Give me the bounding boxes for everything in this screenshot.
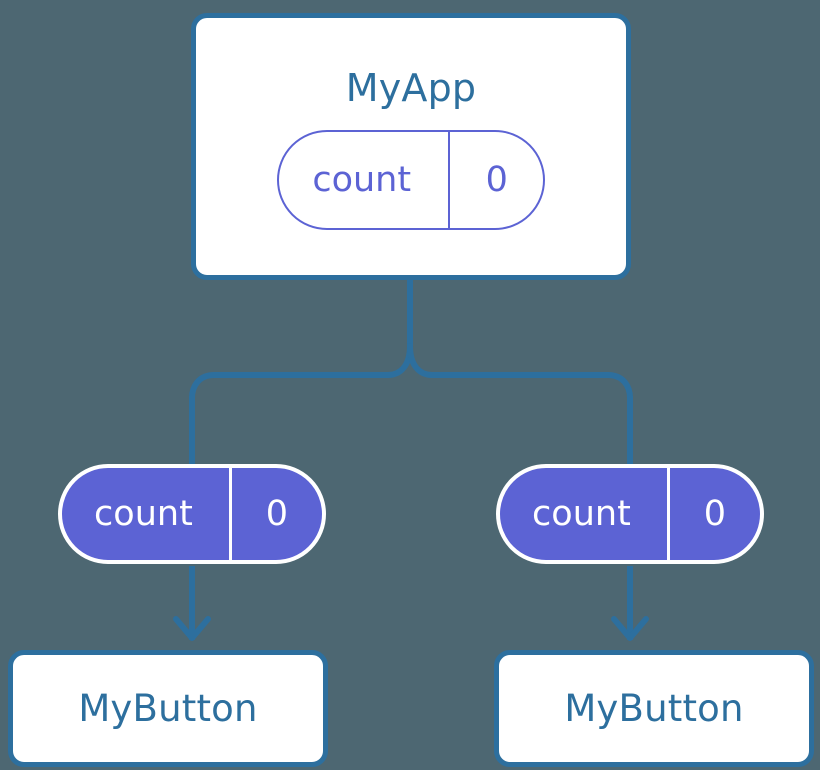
component-title-mybutton-right: MyButton	[564, 687, 744, 730]
component-card-myapp[interactable]: MyApp	[191, 13, 631, 280]
fork-right-curve	[407, 343, 633, 401]
state-pill-root-value: 0	[448, 132, 543, 228]
component-title-mybutton-left: MyButton	[78, 687, 258, 730]
state-pill-consumer-right-value: 0	[666, 468, 760, 560]
arrow-right	[611, 566, 649, 641]
state-pill-root-key: count	[312, 159, 412, 200]
state-pill-consumer-left-key: count	[94, 493, 193, 534]
state-pill-consumer-left[interactable]: count 0	[58, 464, 326, 564]
state-pill-root[interactable]: count 0	[277, 130, 545, 230]
fork-left-curve	[189, 343, 413, 401]
state-pill-consumer-left-value: 0	[228, 468, 322, 560]
component-title-myapp: MyApp	[345, 66, 477, 110]
component-card-mybutton-right[interactable]: MyButton	[494, 650, 814, 767]
state-pill-consumer-right-key: count	[532, 493, 631, 534]
arrow-left	[173, 566, 211, 641]
component-card-mybutton-left[interactable]: MyButton	[8, 650, 328, 767]
state-pill-consumer-right[interactable]: count 0	[496, 464, 764, 564]
